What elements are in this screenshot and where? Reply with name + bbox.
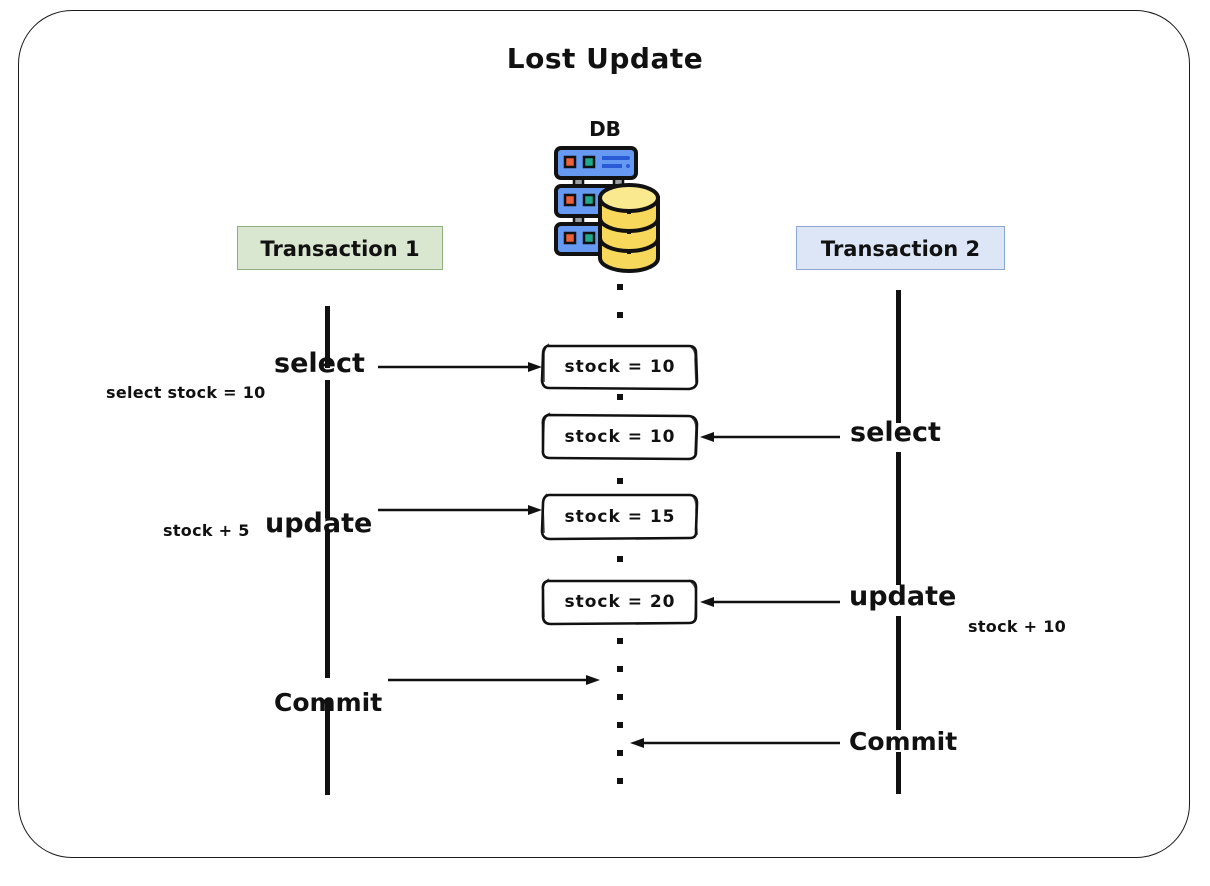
lifeline-db (617, 478, 623, 498)
note-step-1: select stock = 10 (106, 383, 266, 402)
db-value-text: stock = 15 (564, 507, 676, 527)
note-step-3: stock + 5 (163, 521, 250, 540)
arrow-step-3 (378, 505, 542, 515)
lifeline-transaction-1 (325, 700, 330, 795)
lifeline-db (617, 394, 623, 414)
db-value-box-step-4: stock = 20 (538, 576, 702, 628)
arrow-step-4 (700, 597, 840, 607)
operation-label-step-4: update (849, 581, 957, 612)
lifeline-transaction-2 (896, 616, 901, 730)
operation-label-step-5: Commit (274, 688, 383, 717)
lifeline-transaction-1 (325, 530, 330, 678)
database-server-icon (548, 140, 692, 274)
arrow-step-1 (378, 362, 542, 372)
lifeline-transaction-1 (325, 306, 330, 368)
diagram-frame (18, 10, 1190, 858)
lane-header-transaction-1: Transaction 1 (237, 226, 443, 270)
db-label: DB (589, 117, 621, 141)
arrow-step-6 (630, 738, 840, 748)
operation-label-step-3: update (265, 508, 373, 539)
lifeline-db (617, 284, 623, 340)
lifeline-transaction-1 (325, 380, 330, 518)
db-value-box-step-1: stock = 10 (538, 341, 702, 393)
db-value-text: stock = 10 (564, 427, 676, 447)
operation-label-step-1: select (274, 348, 365, 379)
note-step-4: stock + 10 (968, 617, 1067, 636)
db-value-box-step-2: stock = 10 (538, 411, 702, 463)
lane-header-transaction-2: Transaction 2 (796, 226, 1005, 270)
lifeline-transaction-2 (896, 290, 901, 423)
arrow-step-5 (388, 675, 600, 685)
operation-label-step-2: select (850, 417, 941, 448)
operation-label-step-6: Commit (849, 727, 958, 756)
lifeline-transaction-2 (896, 452, 901, 585)
diagram-title: Lost Update (506, 42, 704, 75)
db-value-text: stock = 20 (564, 592, 676, 612)
arrow-step-2 (700, 432, 840, 442)
lifeline-db (617, 556, 623, 580)
lifeline-transaction-2 (896, 752, 901, 794)
db-value-text: stock = 10 (564, 357, 676, 377)
db-value-box-step-3: stock = 15 (538, 491, 702, 543)
lifeline-db (617, 638, 623, 798)
